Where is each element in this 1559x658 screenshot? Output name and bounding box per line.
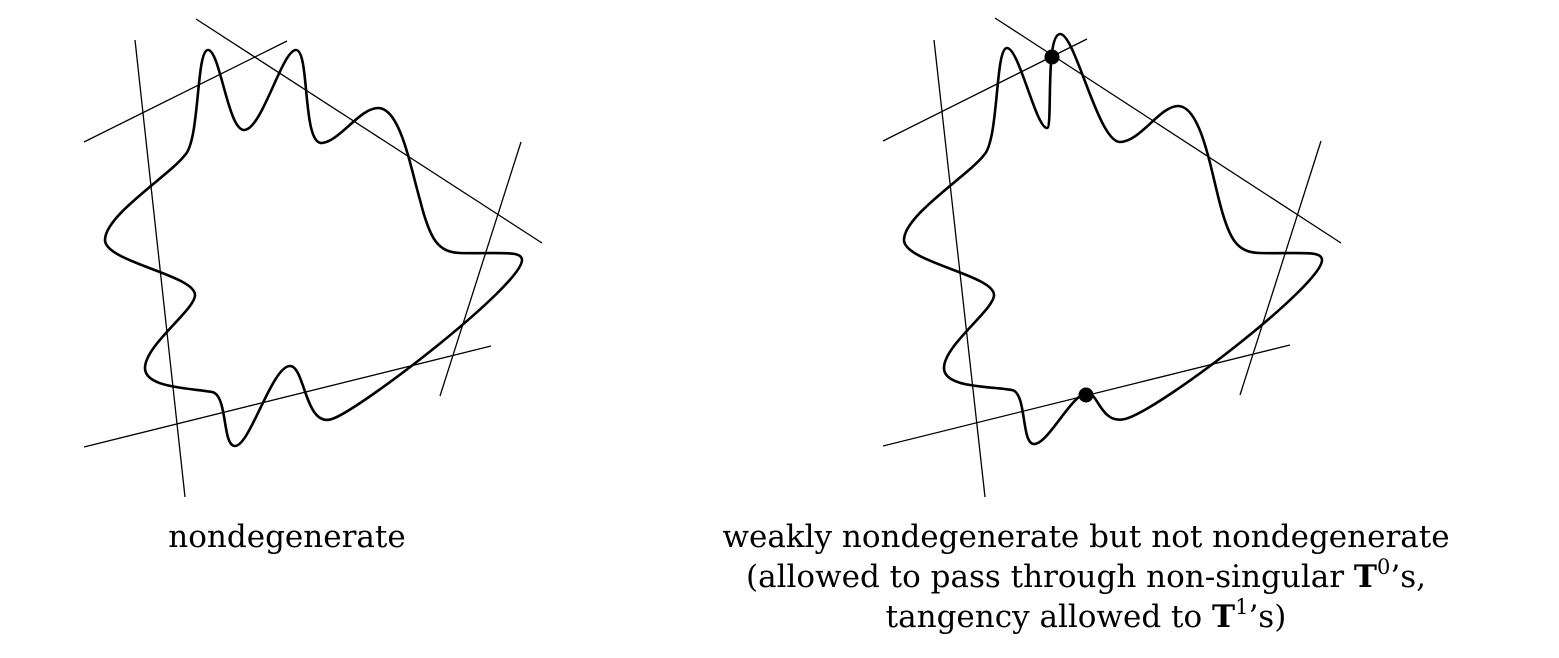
left-caption-text: nondegenerate — [168, 519, 406, 555]
line-upper-left-diagonal — [83, 40, 288, 143]
line-bottom — [83, 345, 492, 448]
right-caption-line2-sup: 0 — [1376, 554, 1391, 579]
right-lines — [882, 17, 1342, 498]
right-wavy-curve — [902, 32, 1324, 446]
tangency-dot-bottom — [1078, 387, 1094, 403]
right-caption-line3: tangency allowed to T1’s) — [686, 594, 1486, 637]
left-panel — [83, 18, 543, 498]
right-caption-line3-prefix: tangency allowed to — [885, 599, 1212, 635]
right-panel — [882, 17, 1342, 498]
right-caption-line3-suffix: ’s) — [1248, 599, 1287, 635]
intersection-dot-top — [1044, 49, 1060, 65]
line-right-steep — [1239, 140, 1322, 396]
left-lines — [83, 18, 543, 498]
line-right-steep — [439, 141, 522, 397]
right-caption: weakly nondegenerate but not nondegenera… — [686, 517, 1486, 637]
left-caption: nondegenerate — [137, 517, 437, 557]
right-caption-line3-sup: 1 — [1235, 594, 1249, 619]
right-caption-line2-symbol: T — [1353, 559, 1377, 595]
line-vertical-left — [933, 39, 986, 498]
right-caption-line1-text: weakly nondegenerate but not nondegenera… — [722, 519, 1450, 555]
right-caption-line3-symbol: T — [1212, 599, 1236, 635]
line-upper-right-diagonal — [195, 18, 543, 244]
right-caption-line2-suffix: ’s, — [1390, 559, 1426, 595]
left-wavy-curve — [103, 48, 524, 448]
right-caption-line2-prefix: (allowed to pass through non-singular — [746, 559, 1354, 595]
right-caption-line1: weakly nondegenerate but not nondegenera… — [686, 517, 1486, 557]
right-caption-line2: (allowed to pass through non-singular T0… — [686, 554, 1486, 597]
line-vertical-left — [134, 39, 186, 498]
